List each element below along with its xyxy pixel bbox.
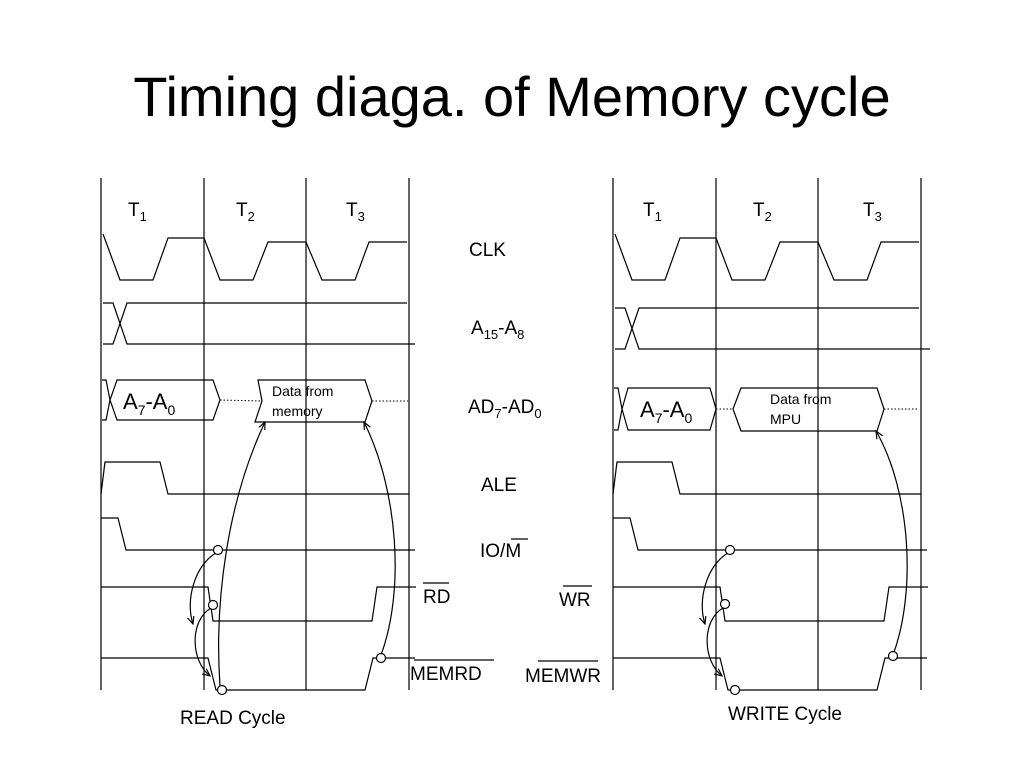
write-ad-lead — [614, 387, 623, 431]
write-ale-waveform — [612, 461, 921, 495]
signal-clk-label: CLK — [469, 240, 506, 261]
signal-ad7-ad0-label: AD7-AD0 — [468, 397, 542, 421]
read-event-rd — [207, 599, 219, 611]
read-event-iom — [212, 544, 224, 556]
write-t2-label: T2 — [753, 200, 772, 224]
write-clk-waveform — [614, 233, 919, 281]
signal-memrd-label: MEMRD — [410, 664, 482, 685]
read-event-memrd-end — [375, 652, 387, 664]
read-rd-waveform — [101, 586, 416, 622]
write-arrow-wr-to-memwr — [706, 607, 724, 676]
write-event-memwr-start — [729, 684, 741, 696]
read-ad-lead — [102, 379, 111, 421]
signal-wr-label: WR — [559, 590, 591, 611]
write-cycle-caption: WRITE Cycle — [728, 704, 842, 725]
read-arrow-memrd-end-to-data — [364, 422, 396, 656]
write-t1-label: T1 — [643, 200, 662, 224]
read-arrow-iom-to-rd — [190, 552, 217, 624]
signal-a15-a8-label: A15-A8 — [471, 318, 524, 342]
write-event-iom — [724, 544, 736, 556]
read-cycle-caption: READ Cycle — [180, 708, 286, 729]
write-cycle-diagram — [612, 178, 930, 696]
write-addr-low-label: A7-A0 — [640, 397, 692, 426]
read-a15-a8-bottom — [103, 302, 407, 345]
read-cycle-diagram — [100, 178, 416, 696]
write-arrow-memwr-to-data — [876, 431, 908, 656]
read-t1-label: T1 — [128, 200, 147, 224]
read-memrd-waveform — [101, 657, 415, 691]
read-t2-label: T2 — [236, 200, 255, 224]
write-data-label-line1: Data from — [770, 391, 831, 407]
signal-ale-label: ALE — [481, 475, 517, 496]
write-t3-label: T3 — [863, 200, 882, 224]
read-clk-waveform — [102, 233, 407, 281]
read-t3-label: T3 — [346, 200, 365, 224]
write-data-label-line2: MPU — [770, 411, 801, 427]
read-ad-float-1 — [219, 399, 263, 402]
write-event-memwr-end — [887, 650, 899, 662]
read-data-label-line1: Data from — [272, 383, 333, 399]
write-a15-a8-bottom — [615, 307, 919, 350]
signal-io-m-label: IO/M — [480, 541, 521, 562]
read-addr-low-label: A7-A0 — [123, 389, 175, 418]
read-arrow-memrd-to-data — [218, 422, 265, 687]
read-event-memrd-start — [216, 684, 228, 696]
read-io-m-waveform — [101, 517, 415, 551]
signal-memwr-label: MEMWR — [525, 666, 601, 687]
read-ale-waveform — [100, 461, 409, 495]
write-io-m-waveform — [613, 517, 927, 551]
read-data-label-line2: memory — [272, 403, 323, 419]
write-event-wr — [719, 598, 731, 610]
signal-rd-label: RD — [423, 587, 450, 608]
page-title: Timing diaga. of Memory cycle — [133, 65, 891, 128]
write-wr-waveform — [613, 586, 928, 622]
write-a15-a8-top — [615, 307, 930, 350]
write-arrow-iom-to-wr — [702, 552, 729, 624]
write-memwr-waveform — [613, 657, 927, 691]
read-a15-a8-top — [103, 302, 415, 345]
read-arrow-rd-to-memrd — [194, 607, 212, 676]
